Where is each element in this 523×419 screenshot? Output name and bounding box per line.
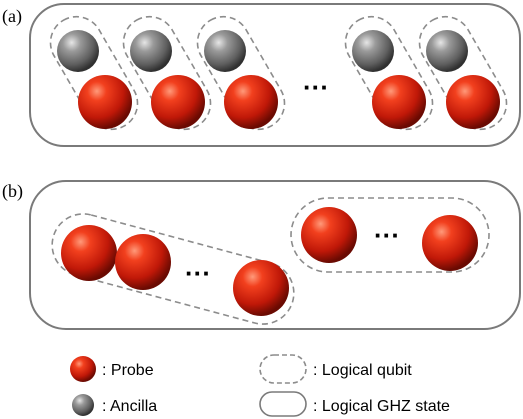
probe-sphere	[61, 225, 117, 281]
probe-sphere	[151, 75, 205, 129]
probe-sphere	[224, 75, 278, 129]
ancilla-sphere	[204, 30, 246, 72]
panel-b-label: (b)	[2, 181, 23, 202]
legend-probe-label: : Probe	[102, 362, 154, 379]
logical-qubit-group-b2	[290, 197, 490, 273]
logical-qubit-group-4	[344, 15, 434, 131]
legend-ancilla-label: : Ancilla	[102, 398, 157, 415]
legend-logical-qubit-label: : Logical qubit	[313, 362, 412, 379]
logical-qubit-group-3	[196, 15, 286, 131]
ancilla-sphere	[57, 30, 99, 72]
probe-sphere	[78, 75, 132, 129]
legend-probe-icon	[70, 356, 96, 382]
legend-logical-ghz-label: : Logical GHZ state	[313, 398, 450, 415]
ancilla-sphere	[130, 30, 172, 72]
logical-qubit-group-1	[49, 15, 139, 131]
probe-sphere	[115, 234, 171, 290]
logical-qubit-group-5	[418, 15, 508, 131]
probe-sphere	[446, 75, 500, 129]
ellipsis-b2: ···	[374, 220, 400, 250]
logical-qubit-group-2	[122, 15, 212, 131]
probe-sphere	[301, 207, 357, 263]
probe-sphere	[422, 215, 478, 271]
ancilla-sphere	[352, 30, 394, 72]
ellipsis-a: ···	[303, 72, 329, 102]
logical-ghz-state-outline-a	[29, 3, 521, 147]
legend-logical-qubit-icon	[259, 354, 307, 384]
legend-ancilla-icon	[72, 394, 94, 416]
panel-a-label: (a)	[2, 6, 22, 27]
ancilla-sphere	[426, 30, 468, 72]
probe-sphere	[233, 260, 289, 316]
probe-sphere	[372, 75, 426, 129]
legend-logical-ghz-icon	[259, 391, 307, 417]
ellipsis-b1: ···	[185, 258, 211, 288]
logical-qubit-group-b1	[51, 213, 295, 325]
logical-ghz-state-outline-b	[29, 180, 521, 330]
legend: : Probe : Ancilla : Logical qubit : Logi…	[70, 354, 450, 417]
